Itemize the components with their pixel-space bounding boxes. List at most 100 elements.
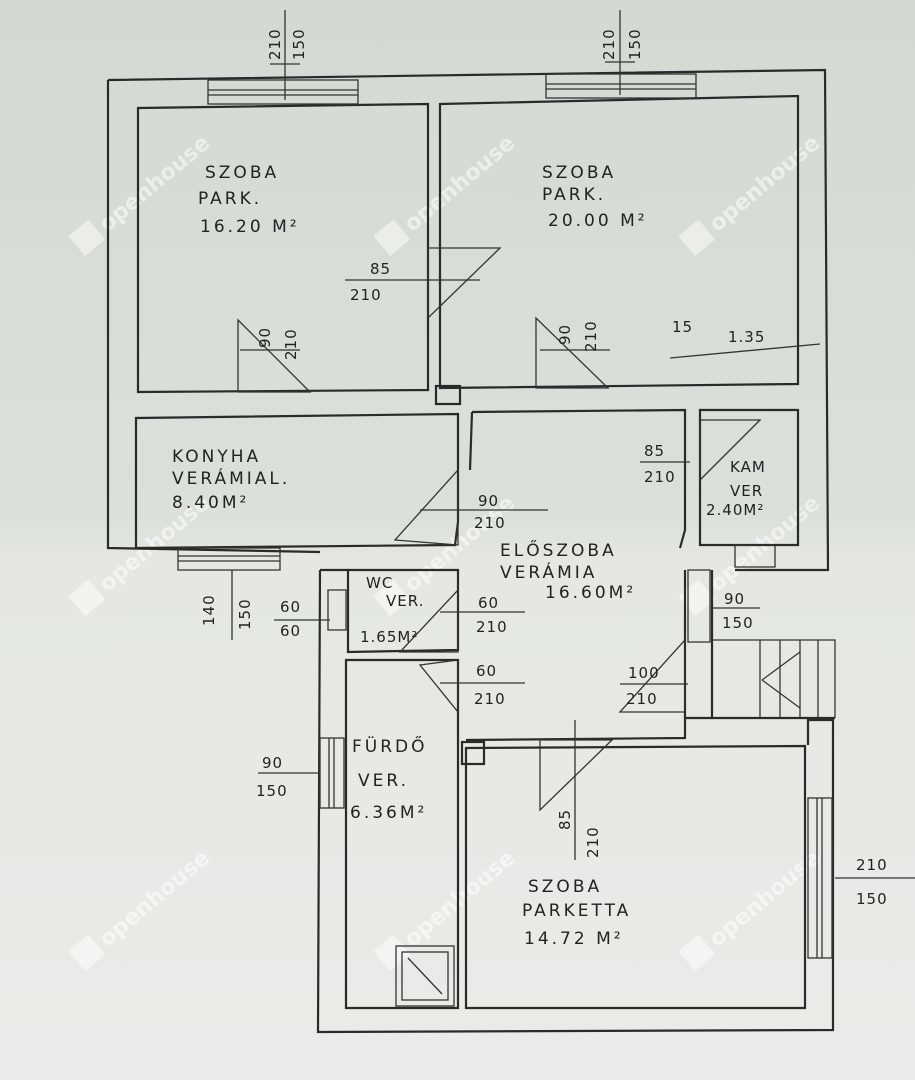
watermark-text: openhouse	[95, 846, 215, 953]
pantry-area: 2.40M²	[706, 501, 764, 519]
dim-door-r3-bot: 210	[584, 826, 602, 858]
window-room3	[807, 797, 833, 959]
dim-win-hall-bot: 150	[722, 614, 754, 632]
door-room2	[535, 316, 610, 389]
dim-win-r3-top: 210	[856, 856, 888, 874]
room-room1: SZOBA PARK. 16.20 M²	[198, 163, 300, 237]
dim-win1-top: 210	[266, 28, 284, 60]
dim-door-wc-bot: 210	[476, 618, 508, 636]
dim-win-kitchen-bot: 150	[236, 598, 254, 630]
shower-tray	[395, 945, 455, 1007]
shower-drain-line	[407, 957, 443, 995]
dim-door-r1-top: 90	[256, 327, 274, 348]
watermark-logo	[678, 219, 716, 257]
bath-floor: VER.	[358, 771, 409, 791]
window-bath	[319, 737, 345, 809]
dim-door-pantry-top: 85	[644, 442, 665, 460]
door-room1-room2	[427, 247, 502, 320]
watermark-logo	[373, 934, 411, 972]
watermark-logo	[68, 934, 106, 972]
door-hall-stair	[618, 638, 686, 713]
stair-outline	[712, 639, 761, 718]
dim-win-kitchen-top: 140	[200, 594, 218, 626]
dim-door-pantry-bot: 210	[644, 468, 676, 486]
dim-win2-bot: 150	[626, 28, 644, 60]
dim-door-r2-bot: 210	[582, 320, 600, 352]
window-room1	[207, 79, 359, 105]
outer-wall-lower	[316, 569, 835, 1034]
window-hall	[687, 569, 711, 643]
watermark-text: openhouse	[705, 846, 825, 953]
window-pantry	[734, 544, 776, 568]
bath-name: FÜRDŐ	[352, 735, 428, 757]
dim-win-bath-bot: 150	[256, 782, 288, 800]
dim-door-r3-top: 85	[556, 809, 574, 830]
bath-area: 6.36M²	[350, 803, 427, 823]
room1-floor: PARK.	[198, 189, 262, 209]
pantry-floor: VER	[730, 482, 763, 500]
watermark-logo	[68, 219, 106, 257]
room3-name: SZOBA	[528, 877, 602, 897]
watermark-text: openhouse	[705, 131, 825, 238]
dim-door-hall-bot: 210	[626, 690, 658, 708]
door-pantry	[699, 419, 762, 482]
watermark-text: openhouse	[400, 131, 520, 238]
room-bath: FÜRDŐ VER. 6.36M²	[350, 735, 428, 823]
hall-name: ELŐSZOBA	[500, 539, 617, 561]
dim-door-hall-top: 100	[628, 664, 660, 682]
stair-outline-2	[760, 639, 836, 718]
room3-area: 14.72 M²	[524, 929, 624, 949]
outer-wall-top-right	[107, 68, 830, 572]
window-kitchen	[177, 547, 281, 571]
room2-name: SZOBA	[542, 163, 616, 183]
dim-door-bath-bot: 210	[474, 690, 506, 708]
watermark-logo	[678, 934, 716, 972]
dim-win2-top: 210	[600, 28, 618, 60]
watermark-text: openhouse	[400, 846, 520, 953]
dim-door-r1r2-top: 85	[370, 260, 391, 278]
door-wc	[398, 588, 459, 653]
room1-area: 16.20 M²	[200, 217, 300, 237]
hall-upper-wall	[471, 408, 687, 549]
stair-treads	[779, 640, 819, 718]
stair-arrow	[761, 651, 801, 709]
hall-bottom-wall	[465, 716, 835, 742]
dim-door-kitchen-top: 90	[478, 492, 499, 510]
shower-tray-inner	[401, 951, 449, 1001]
dim-door-wc-top: 60	[478, 594, 499, 612]
dim-win-bath-top: 90	[262, 754, 283, 772]
chimney	[434, 384, 462, 406]
dim-win-wc-bot: 60	[280, 622, 301, 640]
pantry-inner-wall	[698, 408, 800, 547]
kitchen-name: KONYHA	[172, 447, 261, 467]
bath-inner-wall	[344, 658, 460, 1010]
dim-wall-a: 15	[672, 318, 693, 336]
hall-left-wall-upper	[468, 411, 474, 471]
hall-area: 16.60M²	[545, 583, 636, 603]
wc-area: 1.65M²	[360, 628, 418, 646]
room3-floor: PARKETTA	[522, 901, 631, 921]
door-room1	[237, 318, 312, 393]
room-room3: SZOBA PARKETTA 14.72 M²	[522, 877, 631, 949]
kitchen-floor: VERÁMIAL.	[172, 467, 290, 489]
room-room2: SZOBA PARK. 20.00 M²	[542, 163, 645, 231]
watermark-logo	[373, 579, 411, 617]
dim-door-r1-bot: 210	[282, 328, 300, 360]
dim-door-r2-top: 90	[556, 324, 574, 345]
dim-win-r3-bot: 150	[856, 890, 888, 908]
watermark-logo	[373, 219, 411, 257]
dim-win-wc-top: 60	[280, 598, 301, 616]
doors	[237, 247, 762, 812]
room-wc: WC VER. 1.65M²	[360, 574, 423, 646]
window-room2	[545, 73, 697, 99]
room-kitchen: KONYHA VERÁMIAL. 8.40M²	[172, 447, 290, 513]
dim-door-kitchen-bot: 210	[474, 514, 506, 532]
kitchen-area: 8.40M²	[172, 493, 249, 513]
door-room3	[539, 739, 614, 812]
pantry-name: KAM	[730, 458, 766, 476]
hall-floor: VERÁMIA	[500, 561, 597, 583]
window-wc	[327, 589, 347, 631]
dimension-labels: 210 150 210 150 85 210 90 210 90 210 15 …	[200, 28, 888, 908]
chimney-lower	[460, 740, 486, 766]
